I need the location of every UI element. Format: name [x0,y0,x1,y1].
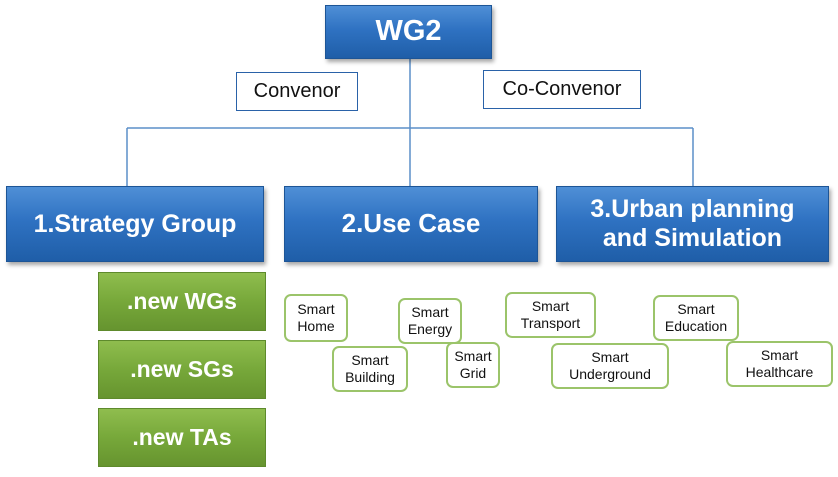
use-case-smart-home: Smart Home [284,294,348,342]
use-case-label: 2.Use Case [341,208,481,239]
convenor-label: Convenor [253,80,341,102]
smart-energy-line2: Energy [407,321,453,337]
top-node-label: WG2 [375,15,442,48]
smart-healthcare-line2: Healthcare [745,364,814,380]
smart-building-line2: Building [345,369,395,385]
smart-transport-line1: Smart [531,298,570,315]
smart-grid-line2: Grid [459,365,487,381]
smart-education-line2: Education [664,318,728,334]
smart-energy-line1: Smart [411,304,449,321]
new-tas-box: .new TAs [98,408,266,467]
new-sgs-label: .new SGs [130,356,234,382]
use-case-smart-healthcare: Smart Healthcare [726,341,833,387]
smart-underground-line1: Smart [591,349,629,366]
use-case-smart-underground: Smart Underground [551,343,669,389]
use-case-smart-energy: Smart Energy [398,298,462,344]
new-sgs-box: .new SGs [98,340,266,399]
smart-building-line1: Smart [351,352,389,369]
urban-planning-label-line1: 3.Urban planning [590,195,795,224]
smart-underground-line2: Underground [569,366,651,382]
new-wgs-box: .new WGs [98,272,266,331]
smart-home-line1: Smart [297,301,335,318]
use-case-node: 2.Use Case [284,186,538,262]
smart-education-line1: Smart [677,301,715,318]
urban-planning-node: 3.Urban planning and Simulation [556,186,829,262]
smart-healthcare-line1: Smart [760,347,799,364]
new-tas-label: .new TAs [132,424,232,450]
co-convenor-box: Co-Convenor [483,70,641,109]
smart-grid-line1: Smart [454,348,492,365]
strategy-group-label: 1.Strategy Group [33,209,237,238]
convenor-box: Convenor [236,72,358,111]
use-case-smart-grid: Smart Grid [446,342,500,388]
smart-transport-line2: Transport [520,315,581,331]
new-wgs-label: .new WGs [127,288,237,314]
strategy-group-node: 1.Strategy Group [6,186,264,262]
smart-home-line2: Home [297,318,335,334]
use-case-smart-education: Smart Education [653,295,739,341]
urban-planning-label-line2: and Simulation [602,224,783,252]
top-node-wg2: WG2 [325,5,492,59]
use-case-smart-transport: Smart Transport [505,292,596,338]
co-convenor-label: Co-Convenor [502,78,622,100]
use-case-smart-building: Smart Building [332,346,408,392]
